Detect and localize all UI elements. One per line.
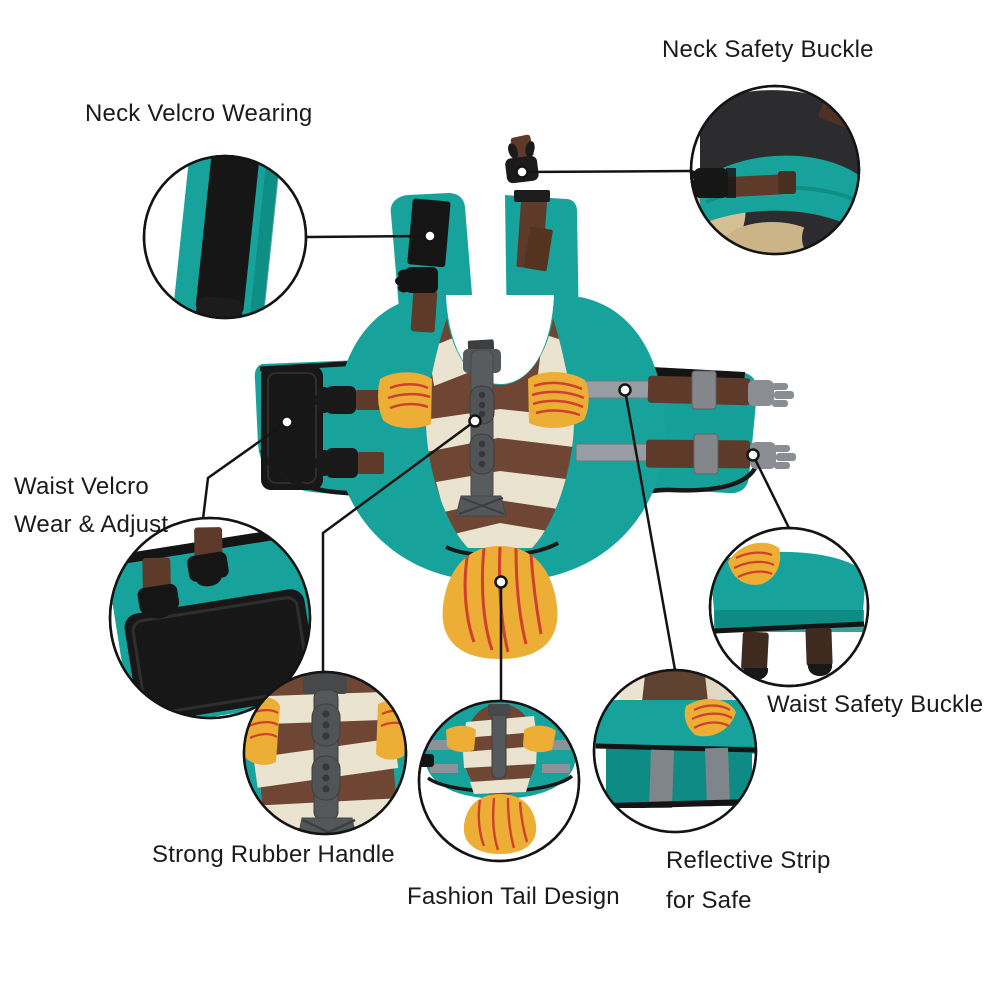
label-neck-safety-buckle: Neck Safety Buckle bbox=[662, 36, 874, 63]
reflective-strips bbox=[575, 380, 653, 462]
label-rubber-handle: Strong Rubber Handle bbox=[152, 841, 395, 868]
label-waist-velcro-line1: Waist Velcro bbox=[14, 473, 149, 500]
callout-circle-neck-buckle bbox=[689, 84, 861, 256]
leader-line-neck-buckle bbox=[521, 169, 692, 174]
life-jacket-illustration bbox=[254, 134, 796, 659]
anchor-dot-waist-velcro bbox=[280, 415, 294, 429]
left-fin bbox=[378, 372, 432, 429]
anchor-dot-reflective bbox=[618, 383, 632, 397]
rubber-handle bbox=[455, 339, 507, 517]
anchor-dot-neck-buckle bbox=[515, 165, 529, 179]
leader-line-reflective bbox=[623, 389, 677, 671]
right-waist-straps bbox=[645, 370, 796, 475]
leader-line-waist-buckle bbox=[751, 454, 791, 529]
right-fin bbox=[528, 372, 589, 428]
callout-circle-reflective bbox=[592, 668, 758, 834]
anchor-dot-handle bbox=[468, 414, 482, 428]
leader-line-handle bbox=[321, 419, 476, 672]
callout-circle-waist-buckle bbox=[708, 526, 870, 688]
label-reflective-line1: Reflective Strip bbox=[666, 847, 831, 874]
leader-lines bbox=[201, 169, 791, 701]
label-neck-velcro: Neck Velcro Wearing bbox=[85, 100, 313, 127]
callout-circle-handle bbox=[242, 670, 408, 836]
anchor-dot-neck-velcro bbox=[423, 229, 437, 243]
callout-circle-waist-velcro bbox=[108, 516, 312, 720]
left-waist-buckles bbox=[313, 386, 384, 478]
label-waist-safety-buckle: Waist Safety Buckle bbox=[767, 691, 984, 718]
leader-line-waist-velcro bbox=[201, 420, 288, 520]
label-waist-velcro-line2: Wear & Adjust bbox=[14, 511, 169, 538]
callout-circle-tail bbox=[417, 699, 581, 863]
left-neck-strap-buckle bbox=[395, 267, 438, 333]
label-reflective-line2: for Safe bbox=[666, 887, 752, 914]
anchor-dot-tail bbox=[494, 575, 508, 589]
callout-circle-neck-velcro bbox=[142, 154, 308, 320]
anchor-dot-waist-buckle bbox=[746, 448, 760, 462]
leader-anchor-dots bbox=[280, 165, 760, 589]
leader-line-neck-velcro bbox=[306, 234, 431, 239]
label-tail-design: Fashion Tail Design bbox=[407, 883, 620, 910]
